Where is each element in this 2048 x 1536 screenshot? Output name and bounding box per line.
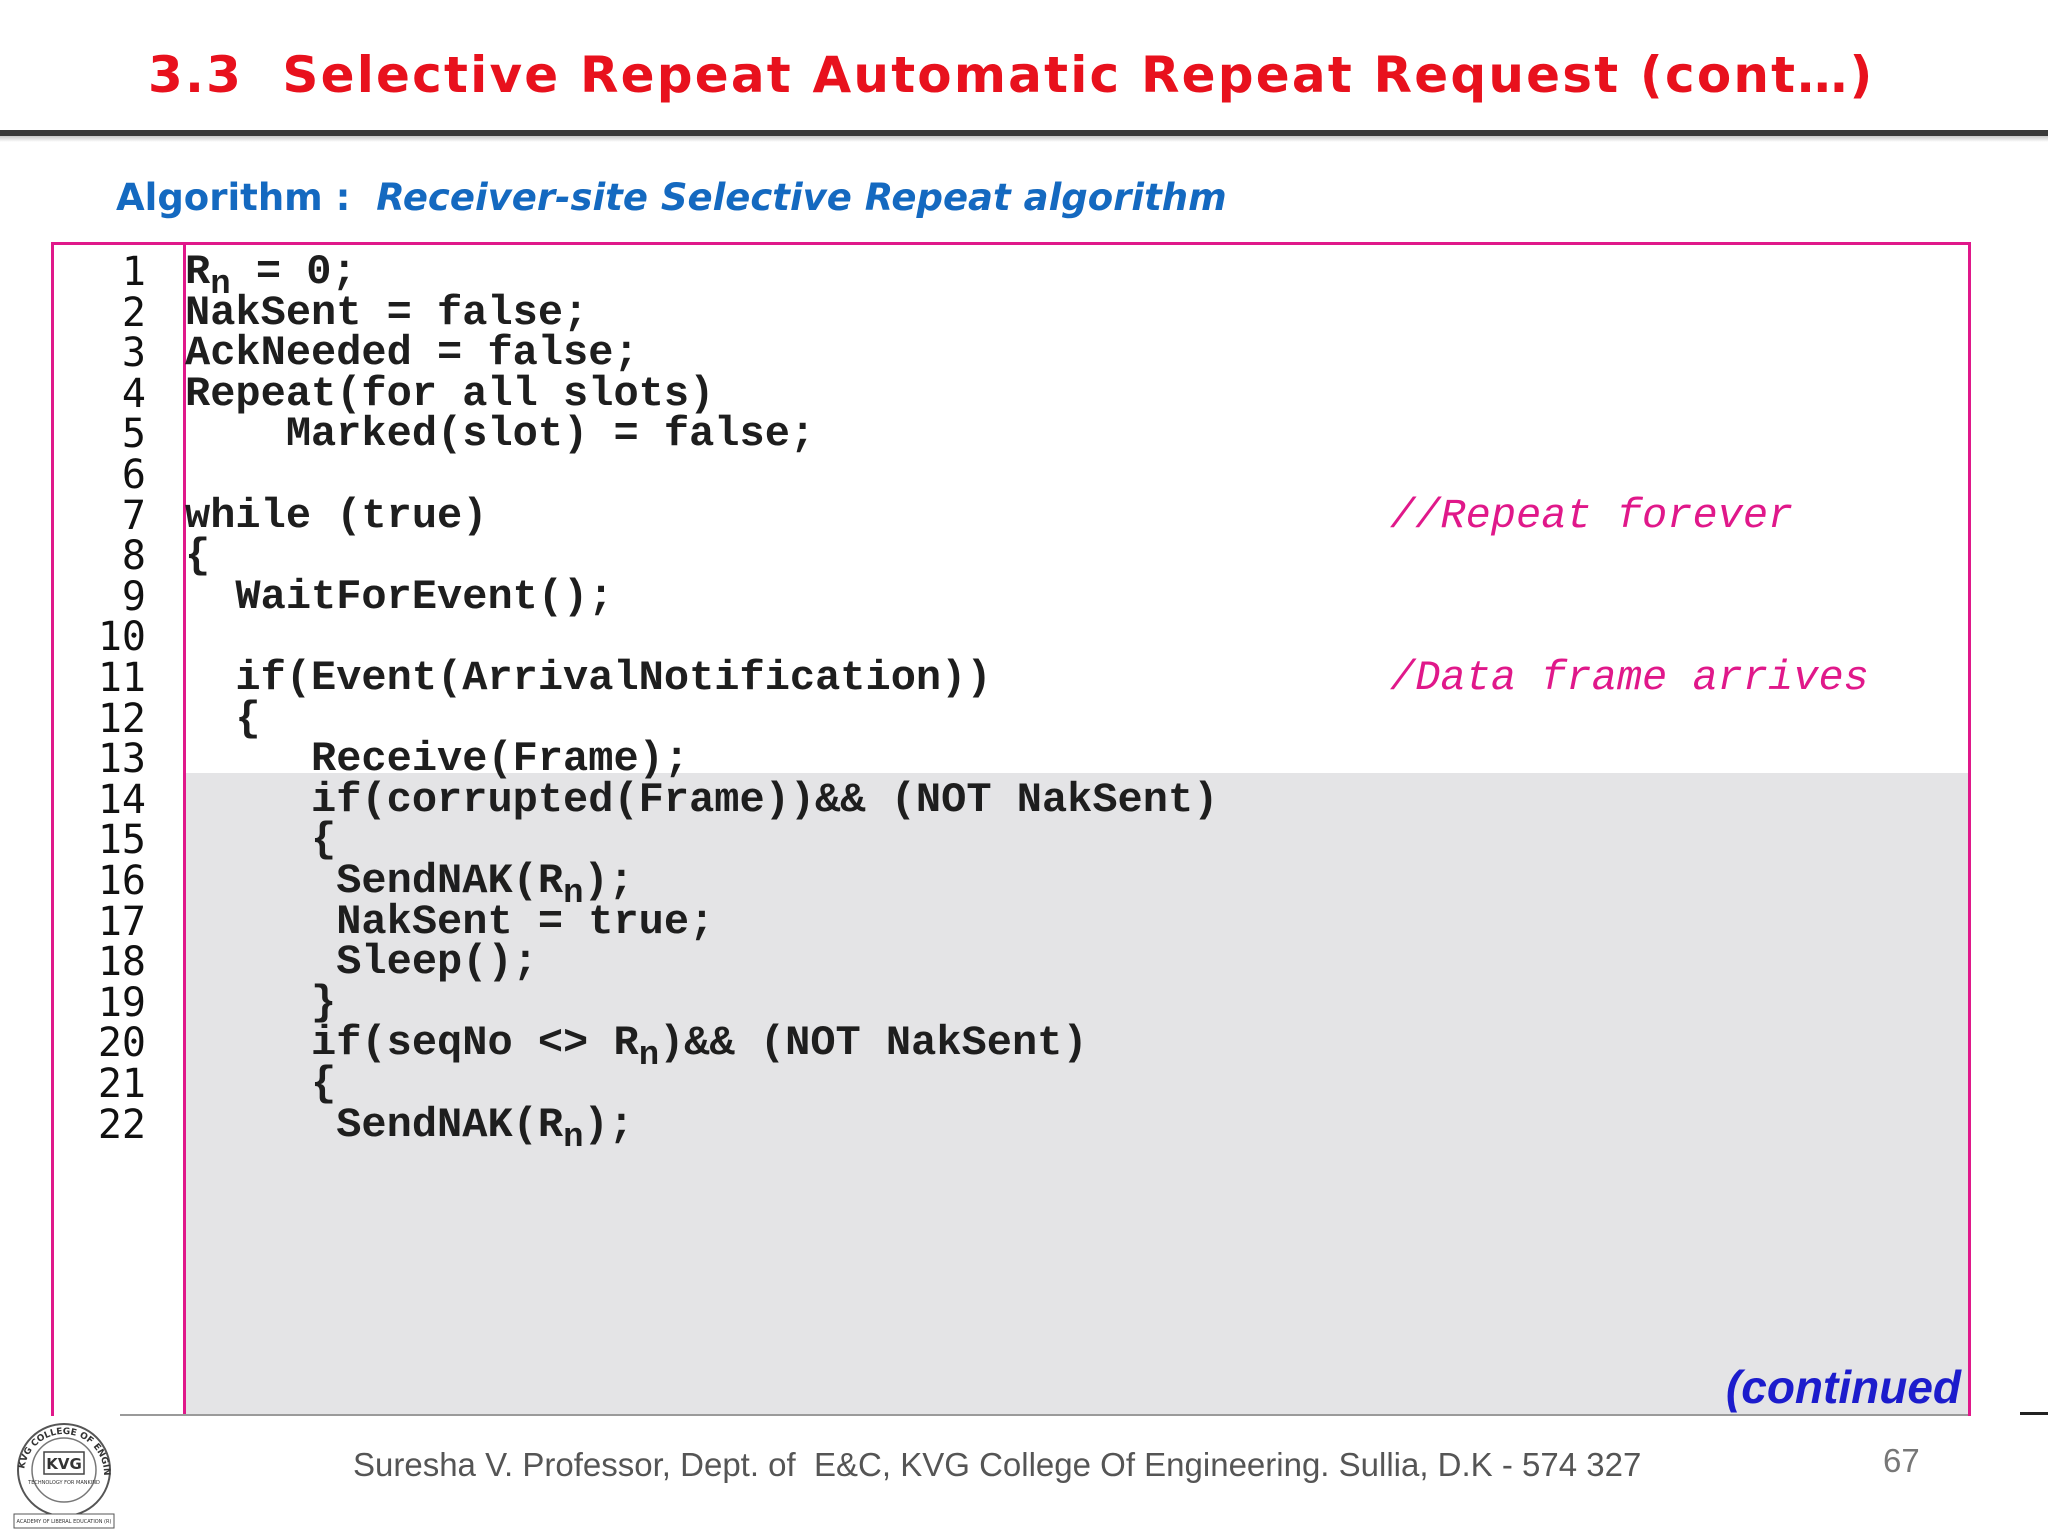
- footer-divider: [120, 1414, 1968, 1416]
- line-number: 2: [121, 290, 146, 336]
- line-number: 14: [97, 777, 146, 823]
- algorithm-heading: Algorithm : Receiver-site Selective Repe…: [116, 176, 1227, 219]
- line-number: 15: [97, 817, 146, 863]
- subscript: n: [210, 266, 231, 304]
- code-line: {: [185, 816, 337, 864]
- title-divider: [0, 130, 2048, 136]
- line-number: 17: [97, 899, 146, 945]
- svg-text:KVG: KVG: [46, 1455, 82, 1473]
- code-comment: //Repeat forever: [1390, 492, 1794, 540]
- subscript: n: [638, 1037, 660, 1075]
- algorithm-label: Algorithm :: [116, 176, 351, 219]
- code-line: {: [185, 695, 261, 743]
- code-text: );: [583, 857, 634, 905]
- page-number: 67: [1883, 1442, 1920, 1479]
- line-number: 19: [97, 980, 146, 1026]
- code-line: SendNAK(Rn);: [185, 855, 634, 911]
- line-number: 7: [121, 493, 146, 539]
- line-number: 21: [97, 1061, 146, 1107]
- code-line: while (true): [185, 492, 488, 540]
- code-text: )&& (NOT NakSent): [659, 1019, 1088, 1067]
- line-number: 11: [97, 655, 146, 701]
- line-number: 16: [97, 858, 146, 904]
- title-divider-shadow: [0, 136, 2048, 142]
- continued-note: (continued: [1725, 1361, 1961, 1413]
- code-line: Rn = 0;: [185, 246, 357, 302]
- code-line: NakSent = false;: [185, 289, 589, 337]
- code-line: Receive(Frame);: [185, 735, 690, 783]
- highlighted-code-region: [186, 773, 1968, 1416]
- code-line: Repeat(for all slots): [185, 370, 715, 418]
- line-number: 5: [121, 411, 146, 457]
- algorithm-description: Receiver-site Selective Repeat algorithm: [376, 176, 1227, 219]
- line-number: 8: [121, 533, 146, 579]
- code-line: if(corrupted(Frame))&& (NOT NakSent): [185, 776, 1219, 824]
- college-logo: KVG COLLEGE OF ENGINEERING KVG TECHNOLOG…: [8, 1418, 115, 1529]
- code-text: SendNAK(R: [185, 857, 564, 905]
- line-number: 4: [121, 371, 146, 417]
- code-line: {: [185, 1060, 337, 1108]
- line-number: 9: [121, 574, 146, 620]
- line-number: 1: [121, 249, 146, 295]
- slide-title: 3.3 Selective Repeat Automatic Repeat Re…: [148, 46, 1875, 104]
- code-text: );: [583, 1101, 634, 1149]
- code-line: NakSent = true;: [185, 898, 715, 946]
- code-line: if(seqNo <> Rn)&& (NOT NakSent): [185, 1017, 1088, 1073]
- svg-text:ACADEMY OF LIBERAL EDUCATION (: ACADEMY OF LIBERAL EDUCATION (R): [17, 1519, 112, 1525]
- subscript: n: [563, 1119, 584, 1157]
- line-number: 18: [97, 939, 146, 985]
- svg-text:TECHNOLOGY FOR MANKIND: TECHNOLOGY FOR MANKIND: [27, 1480, 100, 1486]
- line-number: 20: [97, 1020, 146, 1066]
- code-comment: /Data frame arrives: [1390, 654, 1869, 702]
- line-number: 12: [97, 696, 146, 742]
- code-line: {: [185, 532, 211, 580]
- line-number: 6: [121, 452, 146, 498]
- footer-dash: [2020, 1412, 2048, 1415]
- code-line: Marked(slot) = false;: [185, 410, 816, 458]
- code-listing-frame: [51, 242, 1971, 1416]
- code-text: if(seqNo <> R: [185, 1019, 639, 1067]
- code-line: }: [185, 979, 337, 1027]
- line-number-divider: [183, 242, 186, 1416]
- line-number: 3: [121, 330, 146, 376]
- code-line: SendNAK(Rn);: [185, 1099, 634, 1155]
- code-text: R: [185, 248, 211, 296]
- code-text: = 0;: [230, 248, 357, 296]
- code-line: if(Event(ArrivalNotification)): [185, 654, 992, 702]
- footer-credit: Suresha V. Professor, Dept. of E&C, KVG …: [353, 1446, 1642, 1483]
- code-line: WaitForEvent();: [185, 573, 614, 621]
- line-number: 13: [97, 736, 146, 782]
- line-number: 10: [97, 614, 146, 660]
- code-line: AckNeeded = false;: [185, 329, 639, 377]
- code-text: SendNAK(R: [185, 1101, 564, 1149]
- code-line: Sleep();: [185, 938, 538, 986]
- subscript: n: [563, 875, 584, 913]
- line-number: 22: [97, 1102, 146, 1148]
